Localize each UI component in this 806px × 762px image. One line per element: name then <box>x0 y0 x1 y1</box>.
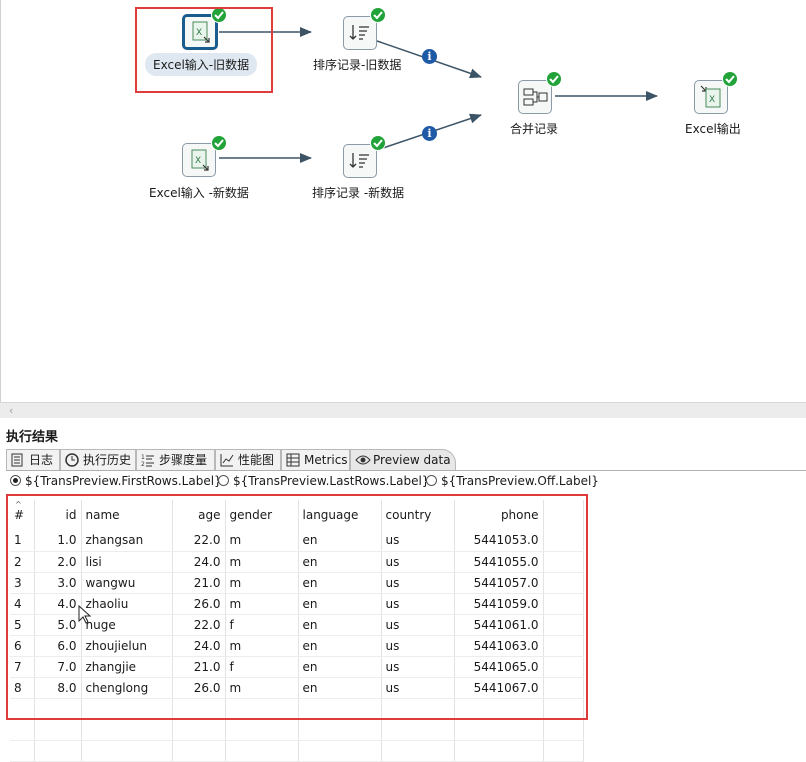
success-check-icon <box>370 135 386 151</box>
tab-log[interactable]: 日志 <box>6 449 60 471</box>
sort-caret-icon: ^ <box>15 500 22 509</box>
column-header-name[interactable]: name <box>81 500 173 530</box>
hop-info-icon[interactable]: i <box>422 126 437 141</box>
eye-icon <box>355 453 371 473</box>
radio-button-selected[interactable] <box>10 475 21 486</box>
canvas-horizontal-scrollbar[interactable]: ‹ <box>0 402 806 418</box>
table-row-empty <box>10 698 584 720</box>
history-clock-icon <box>65 453 79 473</box>
success-check-icon <box>211 135 227 151</box>
table-row-empty <box>10 719 584 741</box>
step-excel-input-new-icon[interactable]: X <box>182 143 216 177</box>
column-header-phone[interactable]: phone <box>454 500 544 530</box>
tab-performance[interactable]: 性能图 <box>215 449 281 471</box>
step-excel-input-old-icon[interactable]: X <box>182 14 218 50</box>
mouse-pointer-icon <box>78 605 92 624</box>
table-header-row: ^# id name age gender language country p… <box>10 500 584 530</box>
radio-off[interactable]: ${TransPreview.Off.Label} <box>426 474 599 488</box>
success-check-icon <box>370 7 386 23</box>
column-header-age[interactable]: age <box>172 500 226 530</box>
success-check-icon <box>546 71 562 87</box>
transformation-canvas[interactable]: i i X Excel输入-旧数据 排序记录-旧数据 X Excel输入 -新数… <box>0 0 806 402</box>
column-header-gender[interactable]: gender <box>225 500 299 530</box>
table-row-empty <box>10 740 584 762</box>
step-label-sort-old[interactable]: 排序记录-旧数据 <box>313 58 402 72</box>
column-header-id[interactable]: id <box>34 500 82 530</box>
step-label-sort-new[interactable]: 排序记录 -新数据 <box>312 186 405 200</box>
success-check-icon <box>722 71 738 87</box>
radio-first-rows[interactable]: ${TransPreview.FirstRows.Label} <box>10 474 222 488</box>
log-icon <box>11 453 23 473</box>
metrics-grid-icon <box>286 453 300 473</box>
tab-metrics[interactable]: Metrics <box>281 449 350 471</box>
step-label-excel-input-old[interactable]: Excel输入-旧数据 <box>145 53 258 76</box>
radio-button[interactable] <box>426 475 437 486</box>
svg-text:X: X <box>195 156 201 166</box>
results-panel-title: 执行结果 <box>6 430 59 445</box>
selection-highlight-box <box>135 7 273 93</box>
preview-mode-options: ${TransPreview.FirstRows.Label} ${TransP… <box>10 474 800 492</box>
step-sort-new-icon[interactable] <box>343 144 377 178</box>
scroll-left-icon[interactable]: ‹ <box>9 404 14 417</box>
svg-text:X: X <box>196 28 202 38</box>
column-header-rownum[interactable]: ^# <box>10 500 35 530</box>
radio-last-rows[interactable]: ${TransPreview.LastRows.Label} <box>218 474 429 488</box>
tab-preview-data[interactable]: Preview data <box>350 449 456 471</box>
step-excel-output-icon[interactable]: X <box>694 80 728 114</box>
column-header-language[interactable]: language <box>298 500 382 530</box>
svg-text:2: 2 <box>141 461 145 467</box>
hop-info-icon[interactable]: i <box>422 49 437 64</box>
step-label-merge[interactable]: 合并记录 <box>510 122 559 136</box>
svg-text:X: X <box>709 95 715 105</box>
hop-connections <box>219 27 658 163</box>
step-merge-icon[interactable] <box>518 80 552 114</box>
column-header-country[interactable]: country <box>381 500 455 530</box>
radio-button[interactable] <box>218 475 229 486</box>
step-label-excel-input-new[interactable]: Excel输入 -新数据 <box>149 186 249 200</box>
step-label-excel-output[interactable]: Excel输出 <box>685 122 741 136</box>
tab-history[interactable]: 执行历史 <box>60 449 136 471</box>
column-header-filler <box>543 500 584 530</box>
step-sort-old-icon[interactable] <box>343 16 377 50</box>
table-highlight-box <box>6 494 588 720</box>
performance-chart-icon <box>220 453 234 473</box>
svg-text:1: 1 <box>141 454 145 461</box>
tab-bar-divider <box>6 470 806 471</box>
